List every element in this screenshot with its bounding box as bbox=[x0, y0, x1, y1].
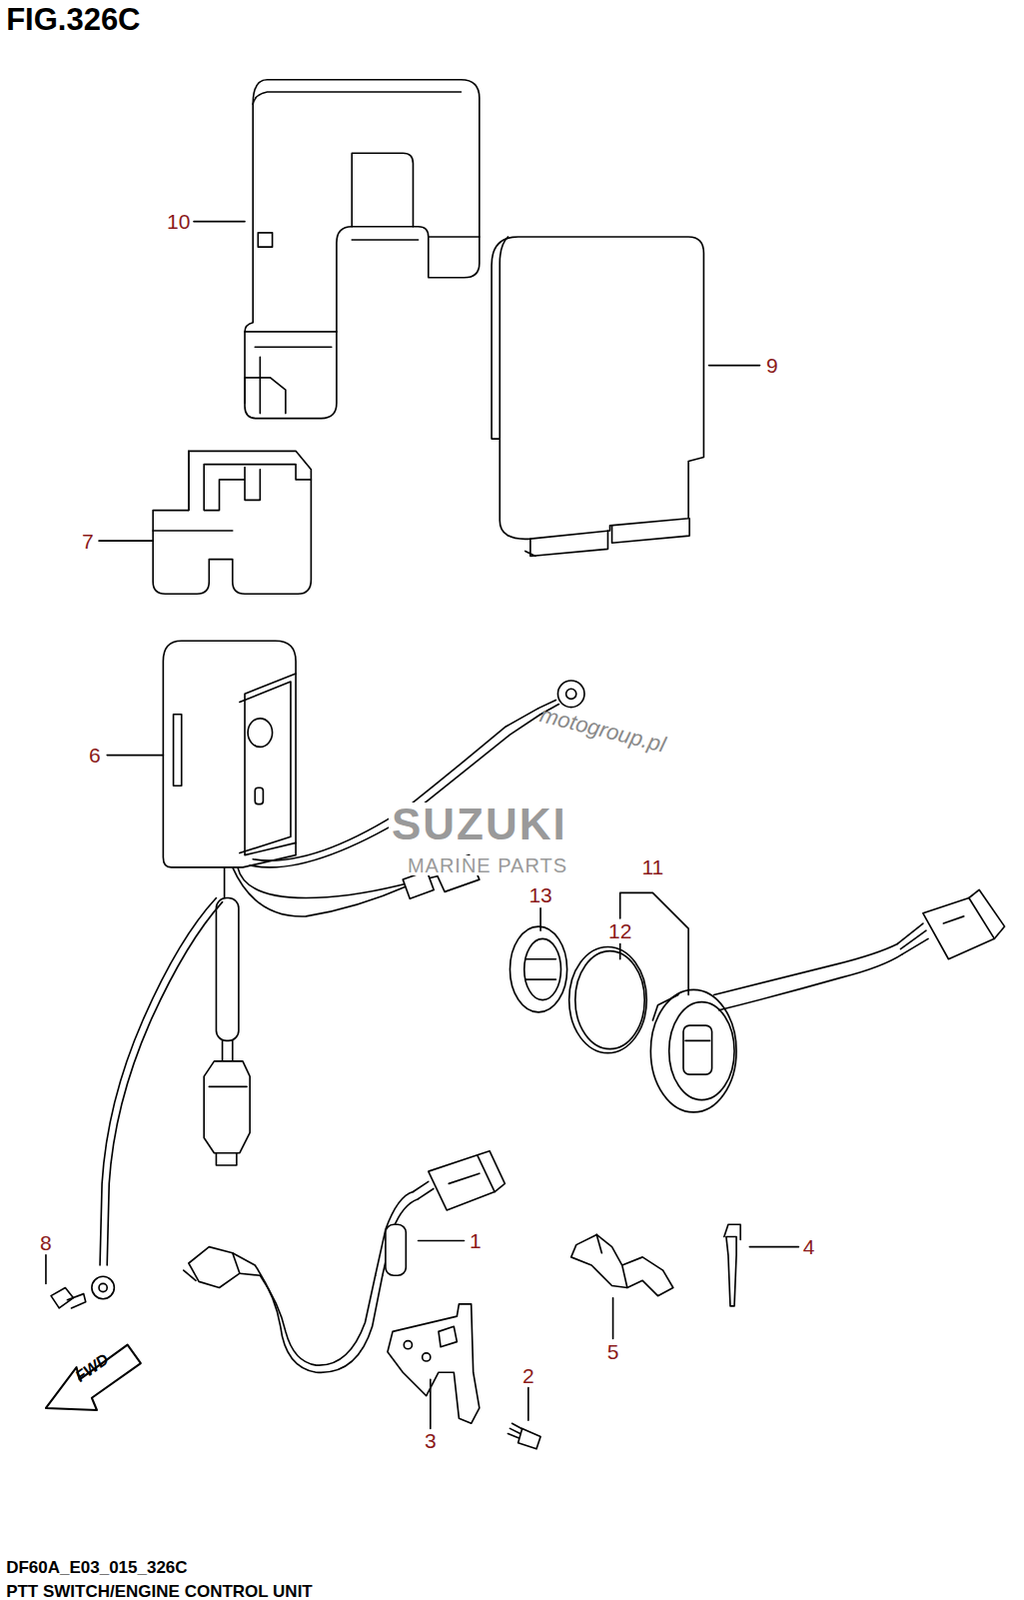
callout-number: 12 bbox=[608, 920, 632, 942]
holder-cover bbox=[244, 79, 480, 419]
callout-number: 13 bbox=[528, 884, 552, 906]
drawing-code: DF60A_E03_015_326C bbox=[5, 1558, 187, 1576]
watermark: SUZUKI bbox=[388, 802, 571, 847]
callout-number: 5 bbox=[607, 1340, 620, 1362]
callout-number: 2 bbox=[522, 1364, 535, 1386]
callout-number: 10 bbox=[166, 210, 190, 232]
watermark: motogroup.pl bbox=[537, 704, 668, 757]
mount-bracket bbox=[387, 1303, 480, 1423]
callout-number: 1 bbox=[469, 1229, 482, 1251]
fwd-arrow bbox=[45, 1344, 141, 1410]
callout-number: 3 bbox=[424, 1429, 437, 1451]
ecu-box bbox=[491, 236, 704, 539]
callout-number: 6 bbox=[88, 744, 101, 766]
callout-number: 7 bbox=[81, 530, 94, 552]
callout-number: 11 bbox=[641, 856, 664, 878]
figure-caption: PTT SWITCH/ENGINE CONTROL UNIT bbox=[5, 1582, 313, 1600]
watermark: MARINE PARTS bbox=[404, 855, 571, 876]
callout-number: 8 bbox=[39, 1231, 52, 1253]
bracket-box bbox=[152, 450, 311, 594]
relay-box bbox=[162, 640, 296, 868]
callout-number: 9 bbox=[766, 354, 779, 376]
callout-number: 4 bbox=[803, 1235, 816, 1257]
figure-title: FIG.326C bbox=[5, 3, 140, 35]
